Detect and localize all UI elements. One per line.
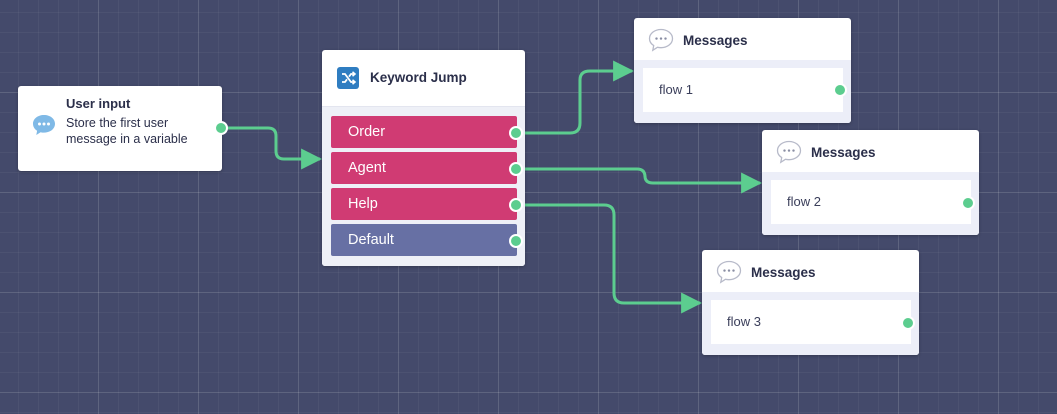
output-port-order[interactable] (509, 126, 523, 140)
node-title: Keyword Jump (370, 70, 467, 85)
output-port[interactable] (833, 83, 847, 97)
node-title: Messages (811, 145, 876, 160)
output-port[interactable] (214, 121, 228, 135)
keyword-button-help[interactable]: Help (331, 188, 517, 220)
keyword-button-agent[interactable]: Agent (331, 152, 517, 184)
message-text[interactable]: flow 2 (771, 180, 971, 224)
shuffle-icon (337, 67, 359, 89)
node-title: Messages (683, 33, 748, 48)
node-description: Store the first user message in a variab… (66, 116, 188, 146)
node-title: Messages (751, 265, 816, 280)
message-body: flow 1 (634, 60, 851, 123)
output-port-default[interactable] (509, 234, 523, 248)
messages-node-1[interactable]: Messages flow 1 (634, 18, 851, 123)
speech-bubble-icon (716, 260, 742, 289)
message-body: flow 2 (762, 172, 979, 235)
output-port[interactable] (961, 196, 975, 210)
output-port-agent[interactable] (509, 162, 523, 176)
messages-node-3[interactable]: Messages flow 3 (702, 250, 919, 355)
keyword-button-default[interactable]: Default (331, 224, 517, 256)
speech-bubble-icon (648, 28, 674, 57)
node-title: User input (66, 96, 131, 111)
messages-node-2[interactable]: Messages flow 2 (762, 130, 979, 235)
output-port-help[interactable] (509, 198, 523, 212)
speech-bubble-icon (776, 140, 802, 169)
keyword-jump-node[interactable]: Keyword Jump Order Agent Help Default (322, 50, 525, 266)
message-text[interactable]: flow 1 (643, 68, 843, 112)
user-input-node[interactable]: User input Store the first user message … (18, 86, 228, 171)
keyword-list: Order Agent Help Default (322, 107, 525, 266)
keyword-button-order[interactable]: Order (331, 116, 517, 148)
wire-agent-to-flow2 (516, 167, 763, 194)
chat-bubble-icon (32, 114, 56, 141)
wire-order-to-flow1 (516, 60, 635, 135)
wire-user-to-keyword (221, 126, 323, 170)
wire-help-to-flow3 (516, 203, 703, 314)
node-header: Keyword Jump (322, 50, 525, 107)
message-body: flow 3 (702, 292, 919, 355)
output-port[interactable] (901, 316, 915, 330)
message-text[interactable]: flow 3 (711, 300, 911, 344)
